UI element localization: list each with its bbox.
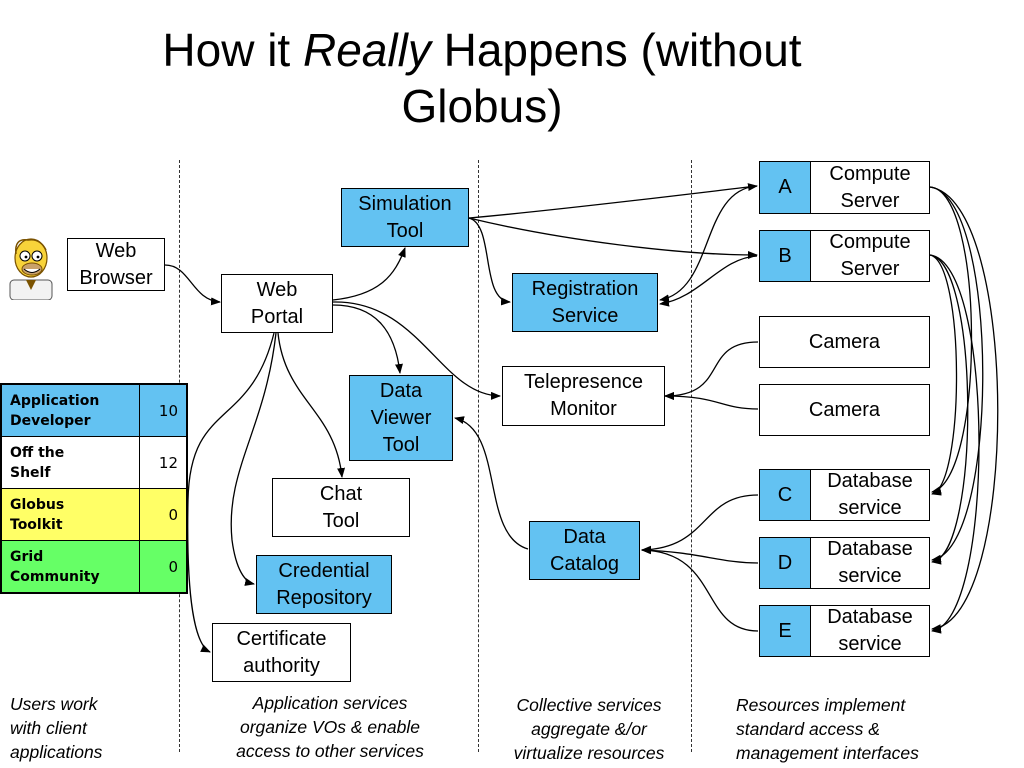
registration-service-box: Registration Service [512,273,658,332]
connector-a-c [929,186,973,494]
connector-portal-simulation [332,247,406,301]
resource-letter-d: D [759,537,811,589]
camera-2-box: Camera [759,384,930,436]
title-line2: Globus) [401,80,563,132]
cartoon-user-avatar-icon [9,238,53,300]
database-service-c-box: Database service [810,469,930,521]
caption-resources: Resources implement standard access & ma… [736,695,919,763]
caption-collective-services: Collective services aggregate &/or virtu… [513,695,665,763]
connector-d-catalog [641,546,759,564]
legend-value: 12 [139,436,188,489]
caption-application-services: Application services organize VOs & enab… [236,693,424,761]
resource-letter-c: C [759,469,811,521]
legend-table: Application Developer 10 Off the Shelf 1… [0,383,188,594]
connector-b-e [929,254,980,634]
camera-1-box: Camera [759,316,930,368]
certificate-authority-box: Certificate authority [212,623,351,682]
data-viewer-tool-box: Data Viewer Tool [349,375,453,461]
legend-label: Globus Toolkit [0,488,140,541]
connector-e-catalog [641,546,759,632]
connector-portal-telepresence [332,301,501,400]
legend-label: Off the Shelf [0,436,140,489]
connector-catalog-viewer [454,416,529,550]
legend-row: Grid Community 0 [0,540,188,594]
connector-browser-portal [164,264,221,306]
telepresence-monitor-box: Telepresence Monitor [502,366,665,426]
column-divider [691,160,692,752]
chat-tool-box: Chat Tool [272,478,410,537]
web-portal-box: Web Portal [221,274,333,333]
database-service-e-box: Database service [810,605,930,657]
resource-letter-a: A [759,161,811,214]
web-browser-box: Web Browser [67,238,165,291]
connector-b-c [929,254,958,496]
compute-server-a-box: Compute Server [810,161,930,214]
title-emphasis: Really [303,24,431,76]
connector-b-d [929,254,969,565]
legend-row: Globus Toolkit 0 [0,488,188,541]
connector-simulation-registration [468,217,511,306]
caption-users: Users work with client applications [10,694,103,762]
legend-value: 0 [139,540,188,594]
connector-simulation-a [468,183,758,219]
legend-label: Grid Community [0,540,140,594]
slide-title: How it Really Happens (without Globus) [0,22,964,134]
connector-portal-chat [277,332,346,478]
connector-camera1-telepresence [664,341,759,400]
title-post: Happens (without [430,24,802,76]
connector-a-e [929,186,999,633]
resource-letter-e: E [759,605,811,657]
data-catalog-box: Data Catalog [529,521,640,580]
connector-camera2-telepresence [664,392,759,410]
column-divider [478,160,479,752]
legend-row: Off the Shelf 12 [0,436,188,489]
connector-a-registration [659,185,758,303]
simulation-tool-box: Simulation Tool [341,188,469,247]
connector-portal-viewer [332,304,403,374]
database-service-d-box: Database service [810,537,930,589]
connector-a-d [929,186,984,563]
connector-portal-credential [230,332,277,586]
credential-repository-box: Credential Repository [256,555,392,614]
connector-simulation-b [468,217,758,259]
connector-b-registration [659,255,758,307]
legend-row: Application Developer 10 [0,383,188,437]
legend-value: 10 [139,383,188,437]
title-pre: How it [162,24,303,76]
connector-portal-certificate [187,332,275,653]
compute-server-b-box: Compute Server [810,230,930,282]
resource-letter-b: B [759,230,811,282]
connector-c-catalog [641,494,759,554]
legend-value: 0 [139,488,188,541]
legend-label: Application Developer [0,383,140,437]
